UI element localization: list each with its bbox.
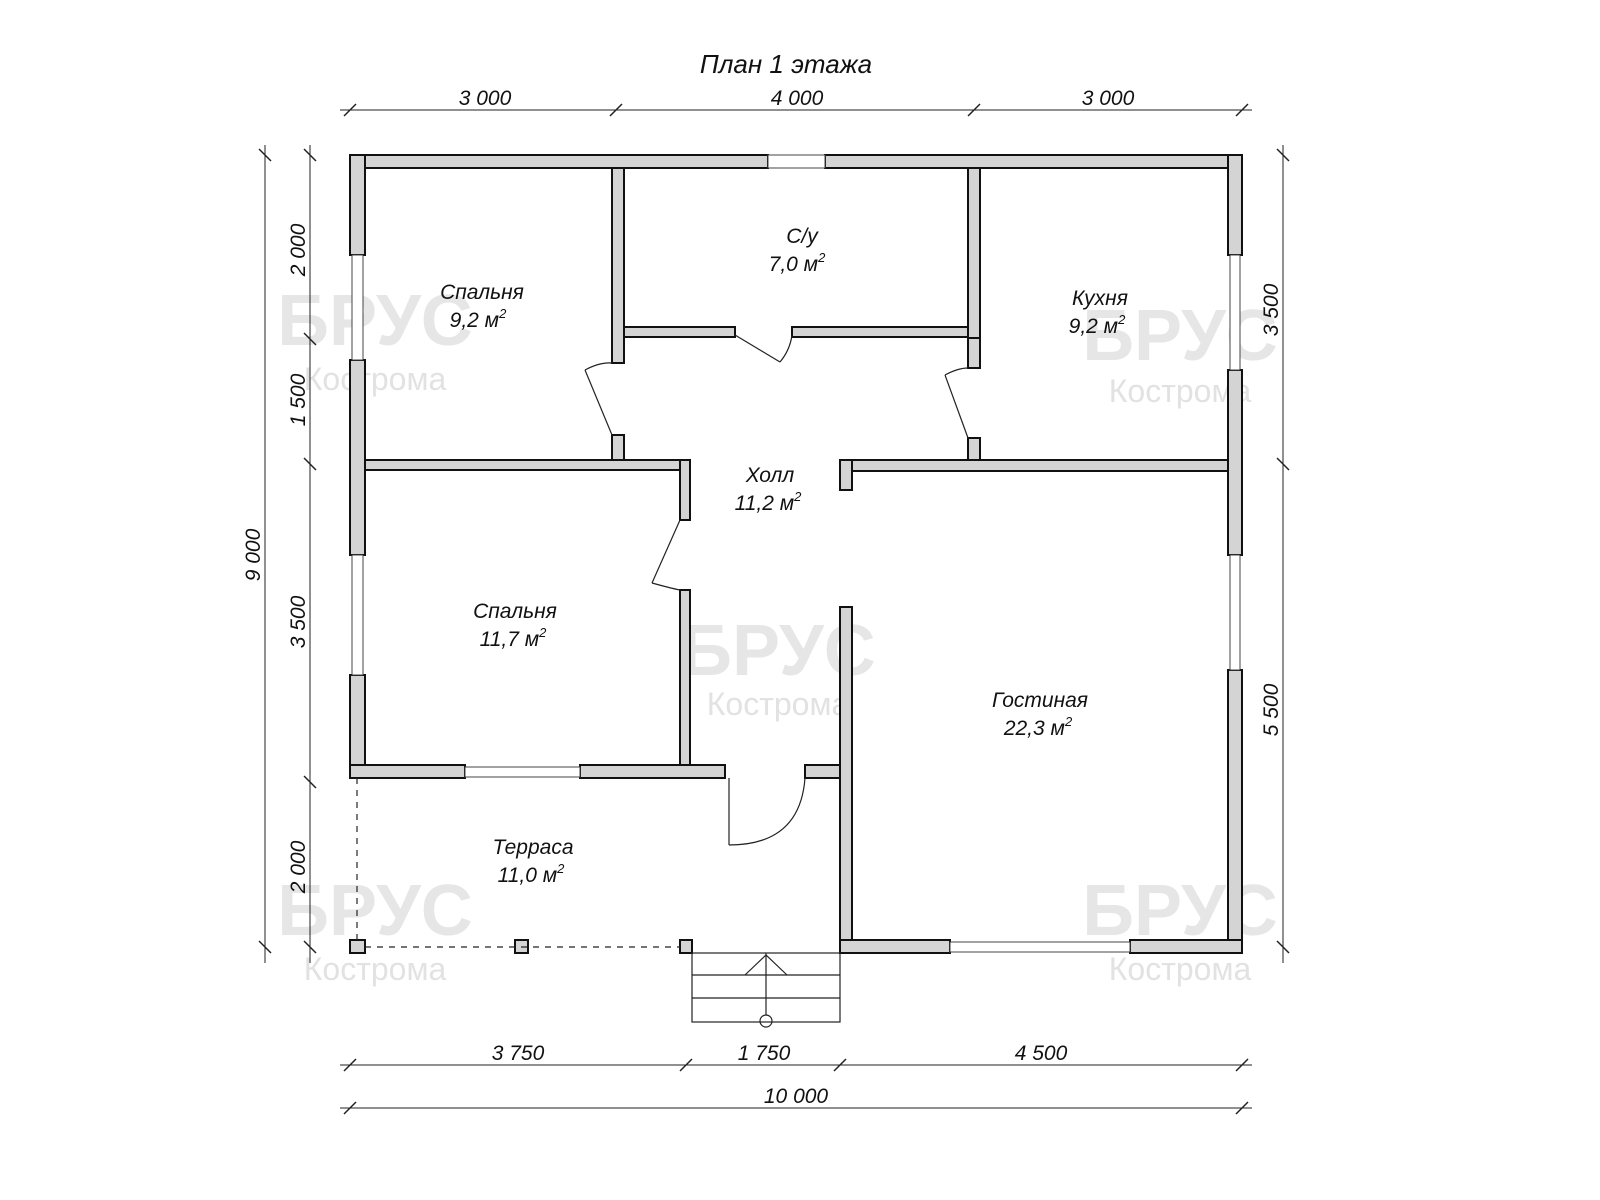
room-area: 9,2 м2 (1069, 312, 1126, 338)
entrance-stairs (691, 952, 841, 1028)
dimension-label: 1 500 (287, 373, 310, 426)
room-area: 11,2 м2 (735, 489, 803, 515)
dimension-lines: 3 000 4 000 3 000 3 750 1 750 4 500 10 0… (242, 87, 1290, 1115)
windows (351, 154, 1241, 953)
room-labels: Спальня 9,2 м2 С/у 7,0 м2 Кухня 9,2 м2 Х… (440, 225, 1128, 887)
dimension-label: 1 750 (738, 1042, 791, 1065)
dimension-label: 3 750 (492, 1042, 545, 1065)
room-name: Спальня (440, 281, 524, 304)
doors (584, 334, 969, 846)
watermark-city: Кострома (304, 361, 447, 397)
room-area: 11,7 м2 (480, 625, 548, 651)
dimension-label: 10 000 (764, 1085, 829, 1108)
dimension-label: 3 500 (1260, 283, 1283, 336)
dimension-label: 4 500 (1015, 1042, 1068, 1065)
room-name: Терраса (492, 836, 573, 859)
dimension-label: 3 000 (1082, 87, 1135, 110)
watermark-city: Кострома (304, 951, 447, 987)
dimension-label: 2 000 (287, 223, 310, 277)
watermark-city: Кострома (1109, 951, 1252, 987)
room-area: 22,3 м2 (1003, 714, 1073, 740)
dimension-label: 4 000 (771, 87, 824, 110)
watermark-brand: БРУС (1082, 296, 1278, 376)
watermark-brand: БРУС (1082, 871, 1278, 951)
room-name: Гостиная (992, 689, 1088, 712)
room-name: Кухня (1072, 287, 1128, 310)
dimension-label: 9 000 (242, 528, 265, 581)
dimension-label: 5 500 (1260, 683, 1283, 736)
room-area: 11,0 м2 (498, 861, 566, 887)
dimension-label: 3 500 (287, 595, 310, 648)
room-name: Холл (745, 464, 795, 487)
dimension-label: 2 000 (287, 840, 310, 894)
dimension-label: 3 000 (459, 87, 512, 110)
plan-title: План 1 этажа (700, 49, 872, 79)
room-name: Спальня (473, 600, 557, 623)
room-name: С/у (786, 225, 819, 248)
room-area: 7,0 м2 (769, 250, 826, 276)
watermark-logos: БРУС Кострома БРУС Кострома БРУС Костром… (277, 281, 1278, 987)
room-area: 9,2 м2 (450, 306, 507, 332)
watermark-city: Кострома (707, 686, 850, 722)
